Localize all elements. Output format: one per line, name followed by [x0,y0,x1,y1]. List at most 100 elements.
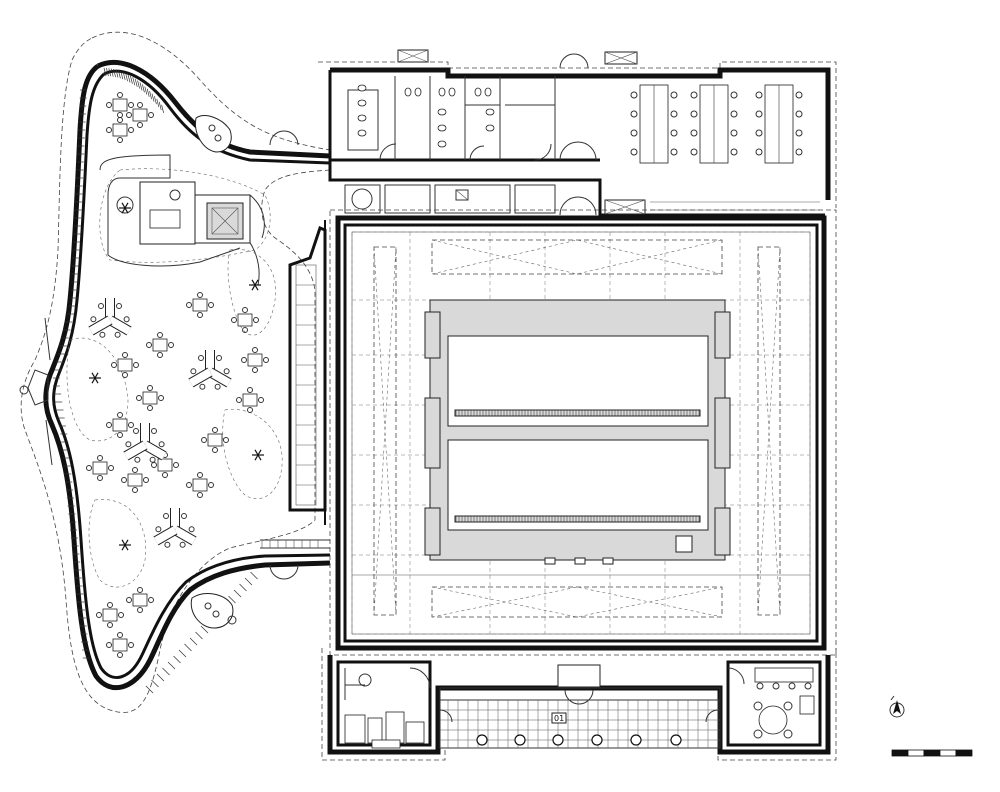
toilet [484,87,492,97]
chair [630,91,638,99]
chair [670,110,678,118]
table [92,461,108,475]
chair [258,397,264,403]
chair [146,342,152,348]
chair [214,383,221,390]
chair [795,91,803,99]
scale-segment [923,749,941,757]
chair [126,112,132,118]
chair [132,487,138,493]
chair [106,642,112,648]
chair [242,327,248,333]
chair [162,472,168,478]
chair [148,112,154,118]
chair [137,122,143,128]
table [142,391,158,405]
table [192,478,208,492]
light-fixture [91,372,96,379]
column [552,734,564,746]
chair [163,513,169,519]
chair [155,526,162,533]
table [132,108,148,122]
chair [236,397,242,403]
chair [137,587,143,593]
chair [197,312,203,318]
chair [117,92,123,98]
chair [125,441,132,448]
chair [263,357,269,363]
light-fixture [94,377,99,384]
chair [97,475,103,481]
chair [96,612,102,618]
chair [158,441,165,448]
column [630,734,642,746]
chair [107,602,113,608]
light-fixture [257,449,262,456]
chair [98,303,104,309]
chair [690,110,698,118]
chair [730,110,738,118]
meeting-room-tables [630,84,803,164]
chair [197,492,203,498]
toilet [438,87,446,97]
light-fixture [257,454,262,461]
toilet-cubicles [357,84,495,148]
table [117,358,133,372]
chair [106,127,112,133]
chair [212,427,218,433]
chair [199,383,206,390]
curved-pavilion [19,31,331,713]
toilet [437,124,447,132]
chair [137,102,143,108]
chair [133,428,139,434]
chair [755,91,763,99]
chair [118,612,124,618]
chair [106,102,112,108]
entrance-columns [476,734,682,746]
chair [147,405,153,411]
chair [151,462,157,468]
chair [121,477,127,483]
table [112,418,128,432]
chair [755,148,763,156]
chair [107,622,113,628]
chair [730,148,738,156]
structural-grid [351,231,811,635]
light-fixture [124,544,129,551]
chair [252,367,258,373]
chair [148,597,154,603]
column [476,734,488,746]
light-fixture [121,207,126,214]
chair [755,110,763,118]
chair [117,412,123,418]
column [670,734,682,746]
chair [231,317,237,323]
chair [690,91,698,99]
toilet [448,87,456,97]
table [242,393,258,407]
chair [795,148,803,156]
chair [157,352,163,358]
chair [99,331,106,338]
chair [670,129,678,137]
chair [241,357,247,363]
chair [111,362,117,368]
table [112,123,128,137]
chair [114,331,121,338]
north-arrow-icon [889,695,905,718]
light-fixture [124,202,129,209]
scale-segment [939,749,957,757]
chair [247,407,253,413]
light-fixture [94,372,99,379]
chair [122,352,128,358]
link-corridor [288,220,327,525]
table [247,353,263,367]
chair [188,526,195,533]
chair [630,110,638,118]
chair [128,102,134,108]
chair [730,91,738,99]
chair [149,456,156,463]
scale-segment [907,749,925,757]
toilet [357,114,367,122]
chair [157,332,163,338]
